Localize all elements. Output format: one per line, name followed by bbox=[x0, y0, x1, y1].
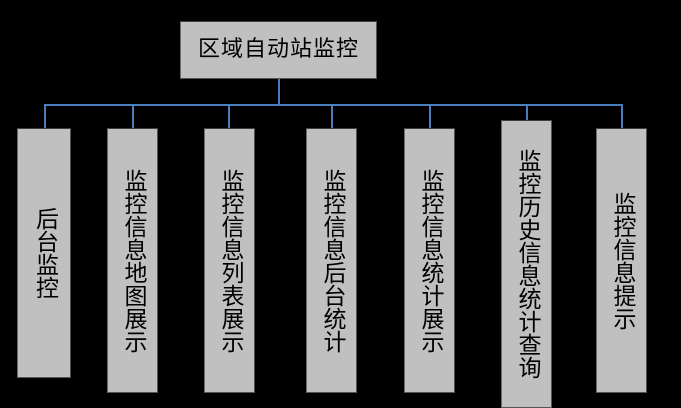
child-node-6[interactable]: 监控历史信息统计查询 bbox=[501, 120, 552, 408]
child-node-3-label: 监控信息列表展示 bbox=[217, 168, 243, 353]
child-node-1-label: 后台监控 bbox=[31, 207, 58, 299]
drop-connector-5 bbox=[429, 104, 431, 129]
child-node-5[interactable]: 监控信息统计展示 bbox=[404, 128, 455, 393]
child-node-5-label: 监控信息统计展示 bbox=[417, 168, 443, 353]
child-node-7-label: 监控信息提示 bbox=[609, 191, 635, 330]
horizontal-bus-connector bbox=[44, 104, 623, 106]
drop-connector-6 bbox=[526, 104, 528, 121]
drop-connector-2 bbox=[132, 104, 134, 129]
child-node-3[interactable]: 监控信息列表展示 bbox=[204, 128, 255, 393]
child-node-2[interactable]: 监控信息地图展示 bbox=[107, 128, 158, 393]
child-node-1[interactable]: 后台监控 bbox=[17, 128, 71, 378]
child-node-2-label: 监控信息地图展示 bbox=[120, 168, 146, 353]
drop-connector-1 bbox=[44, 104, 46, 129]
drop-connector-4 bbox=[331, 104, 333, 129]
drop-connector-7 bbox=[621, 104, 623, 129]
child-node-4[interactable]: 监控信息后台统计 bbox=[306, 128, 357, 393]
drop-connector-3 bbox=[228, 104, 230, 129]
child-node-4-label: 监控信息后台统计 bbox=[319, 168, 345, 353]
root-node[interactable]: 区域自动站监控 bbox=[180, 21, 377, 79]
child-node-7[interactable]: 监控信息提示 bbox=[596, 128, 647, 393]
child-node-6-label: 监控历史信息统计查询 bbox=[514, 149, 540, 379]
root-node-label: 区域自动站监控 bbox=[197, 36, 359, 62]
root-stem-connector bbox=[278, 79, 280, 106]
